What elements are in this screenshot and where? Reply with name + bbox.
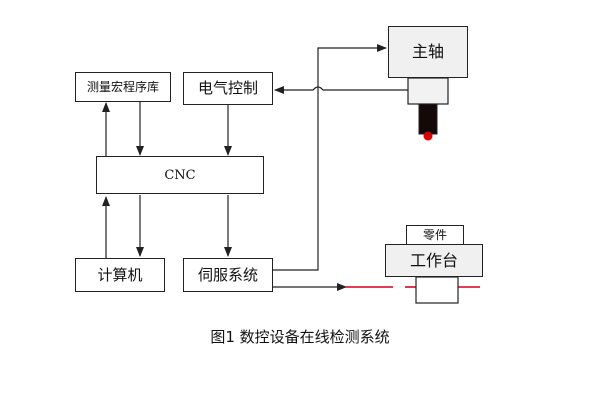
- arrow-servo-to-spindle: [273, 44, 387, 271]
- part-label: 零件: [422, 228, 447, 242]
- spindle-label: 主轴: [411, 42, 444, 61]
- table-pedestal: [415, 276, 459, 304]
- servo-system-box: 伺服系统: [183, 258, 273, 292]
- worktable-box: 工作台: [385, 244, 483, 277]
- probe-tip: [423, 131, 433, 141]
- cnc-label: CNC: [164, 167, 196, 183]
- electrical-control-box: 电气控制: [183, 72, 273, 105]
- worktable-label: 工作台: [409, 250, 458, 270]
- spindle-box: 主轴: [388, 26, 468, 78]
- electrical-control-label: 电气控制: [197, 79, 258, 97]
- computer-box: 计算机: [75, 258, 165, 292]
- part-box: 零件: [406, 225, 464, 245]
- computer-label: 计算机: [97, 265, 143, 284]
- cnc-box: CNC: [96, 156, 264, 194]
- macro-library-box: 测量宏程序库: [75, 72, 171, 102]
- arrow-spindle-to-electrical: [274, 86, 408, 94]
- macro-library-label: 测量宏程序库: [86, 80, 159, 94]
- servo-system-label: 伺服系统: [197, 265, 258, 284]
- spindle-head: [407, 77, 449, 105]
- probe-stem: [418, 103, 438, 135]
- figure-caption: 图1 数控设备在线检测系统: [210, 328, 390, 346]
